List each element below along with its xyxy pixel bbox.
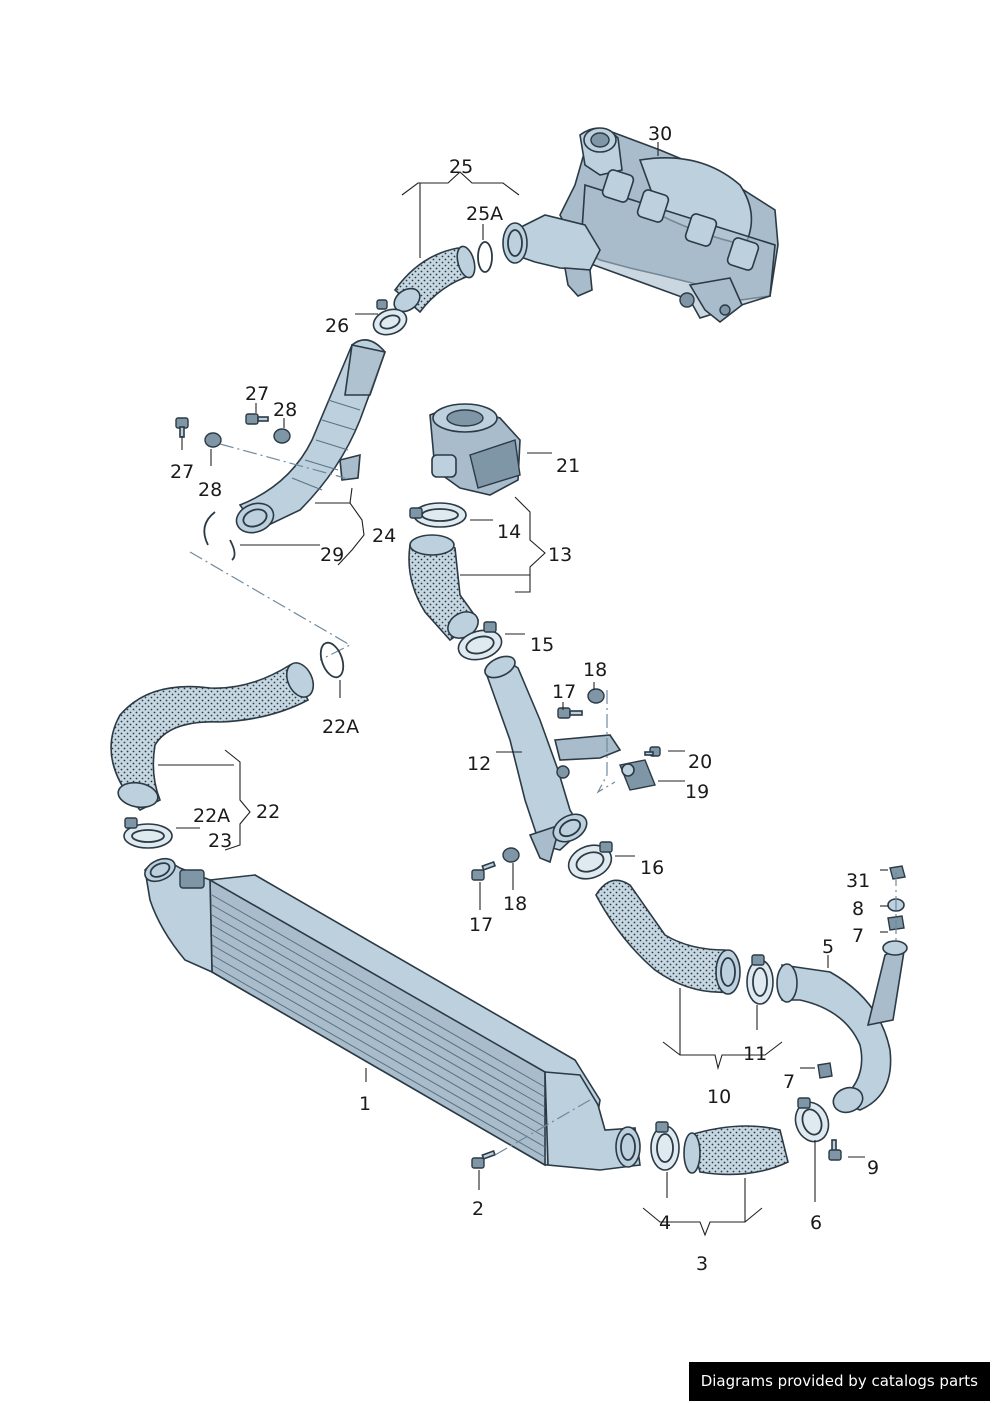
callout-25: 25 xyxy=(449,156,473,178)
callout-24: 24 xyxy=(372,525,396,547)
callout-17-upper: 17 xyxy=(552,681,576,703)
callout-28-top: 28 xyxy=(273,399,297,421)
callout-15: 15 xyxy=(530,634,554,656)
grommet-28-left[interactable] xyxy=(204,432,222,448)
clamp-6[interactable] xyxy=(790,1097,834,1147)
grommet-18-lower[interactable] xyxy=(502,847,520,863)
pressure-hose-left[interactable] xyxy=(110,659,318,811)
clamp-23[interactable] xyxy=(123,817,173,849)
nut-7-lower[interactable] xyxy=(817,1062,833,1079)
callout-1: 1 xyxy=(359,1093,371,1115)
callout-26: 26 xyxy=(325,315,349,337)
hose-upper-turbo[interactable] xyxy=(390,244,478,316)
callout-25a: 25A xyxy=(466,203,503,225)
grommet-28-right[interactable] xyxy=(273,428,291,444)
callout-18-lower: 18 xyxy=(503,893,527,915)
assembly-axis-line-5 xyxy=(494,1099,591,1156)
callout-2: 2 xyxy=(472,1198,484,1220)
o-ring-22a[interactable] xyxy=(316,640,347,681)
o-ring-turbo[interactable] xyxy=(477,241,493,273)
clamp-26[interactable] xyxy=(370,299,410,339)
charge-air-pipe-middle[interactable] xyxy=(482,652,622,864)
clamp-11[interactable] xyxy=(746,954,774,1005)
retaining-clip[interactable] xyxy=(203,511,236,561)
bolt-2[interactable] xyxy=(471,1149,496,1169)
callout-22a-clamp: 22A xyxy=(193,805,230,827)
clamp-14[interactable] xyxy=(409,502,467,528)
callout-11: 11 xyxy=(743,1043,767,1065)
clamp-16[interactable] xyxy=(564,839,616,884)
hose-throttle[interactable] xyxy=(408,534,483,643)
intercooler[interactable] xyxy=(141,854,641,1171)
throttle-valve-unit[interactable] xyxy=(429,403,521,496)
callout-9: 9 xyxy=(867,1157,879,1179)
callout-20: 20 xyxy=(688,751,712,773)
callout-22a-ring: 22A xyxy=(322,716,359,738)
charge-air-pipe-upper[interactable] xyxy=(232,339,387,538)
callout-3: 3 xyxy=(696,1253,708,1275)
callout-21: 21 xyxy=(556,455,580,477)
callout-12: 12 xyxy=(467,753,491,775)
assembly-axis-line xyxy=(219,443,346,479)
callout-23: 23 xyxy=(208,830,232,852)
leader-lines xyxy=(158,142,888,1237)
callout-labels: 30 25 25A 26 27 28 27 28 24 29 21 14 13 … xyxy=(170,123,879,1275)
grommet-18-upper[interactable] xyxy=(587,688,605,704)
callout-7-upper: 7 xyxy=(852,925,864,947)
bolt-17-lower[interactable] xyxy=(471,860,496,881)
clamp-15[interactable] xyxy=(455,621,505,664)
pressure-hose-right-upper[interactable] xyxy=(595,879,741,995)
callout-16: 16 xyxy=(640,857,664,879)
callout-19: 19 xyxy=(685,781,709,803)
bolt-20[interactable] xyxy=(644,746,661,757)
callout-22: 22 xyxy=(256,801,280,823)
callout-5: 5 xyxy=(822,936,834,958)
callout-29: 29 xyxy=(320,544,344,566)
footer-attribution: Diagrams provided by catalogs parts xyxy=(688,1362,990,1401)
bolt-9[interactable] xyxy=(828,1139,842,1161)
bolt-27-left[interactable] xyxy=(175,417,189,438)
callout-28-left: 28 xyxy=(198,479,222,501)
callout-6: 6 xyxy=(810,1212,822,1234)
callout-31: 31 xyxy=(846,870,870,892)
pressure-pipe-bracket[interactable] xyxy=(776,940,908,1116)
callout-13: 13 xyxy=(548,544,572,566)
bolt-17-upper[interactable] xyxy=(557,707,583,719)
callout-14: 14 xyxy=(497,521,521,543)
turbocharger-manifold[interactable] xyxy=(502,127,779,324)
callout-27-top: 27 xyxy=(245,383,269,405)
callout-30: 30 xyxy=(648,123,672,145)
callout-10: 10 xyxy=(707,1086,731,1108)
callout-7-lower: 7 xyxy=(783,1071,795,1093)
bolt-27-right[interactable] xyxy=(245,413,269,425)
callout-18-upper: 18 xyxy=(583,659,607,681)
assembly-axis-line-3 xyxy=(596,690,616,794)
callout-17-lower: 17 xyxy=(469,914,493,936)
pressure-sensor[interactable] xyxy=(619,759,656,791)
pressure-hose-lower[interactable] xyxy=(683,1125,789,1176)
callout-4: 4 xyxy=(659,1212,671,1234)
callout-8: 8 xyxy=(852,898,864,920)
callout-27-left: 27 xyxy=(170,461,194,483)
nut-31[interactable] xyxy=(889,865,906,880)
assembly-axis-line-2 xyxy=(189,551,352,661)
clamp-4[interactable] xyxy=(650,1121,680,1171)
